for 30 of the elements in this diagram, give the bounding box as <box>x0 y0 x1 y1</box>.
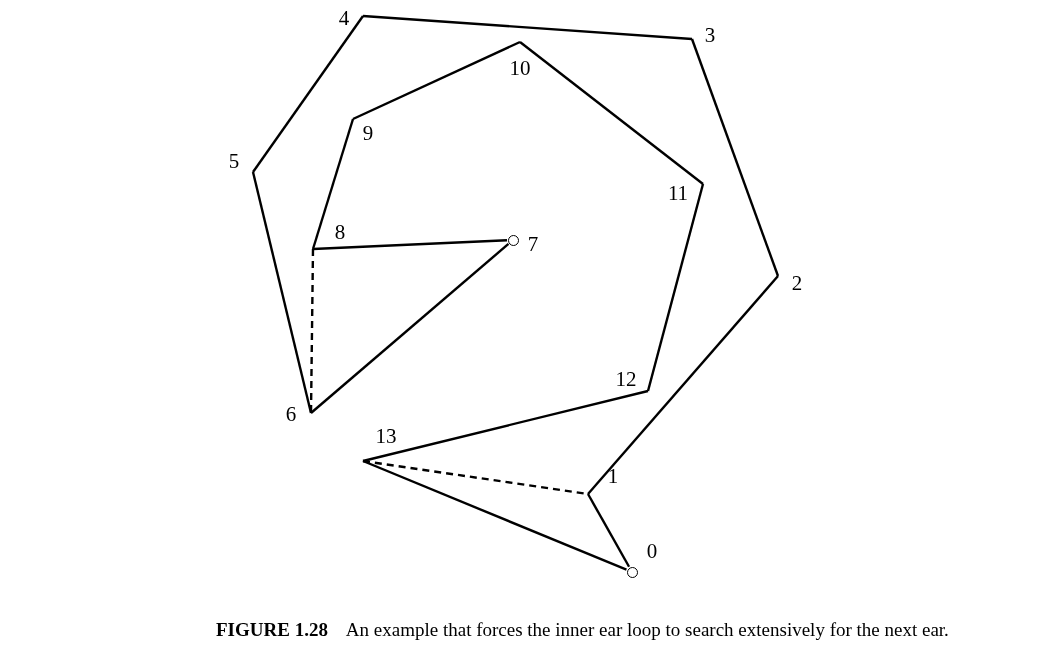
dashed-line <box>309 249 315 413</box>
vertex-label: 7 <box>527 233 539 255</box>
polygon-edge <box>312 239 508 251</box>
polygon-edge <box>251 171 313 414</box>
vertex-label: 2 <box>791 272 803 294</box>
vertex-label: 0 <box>646 540 658 562</box>
polygon-edge <box>362 459 627 571</box>
vertex-label: 10 <box>509 57 531 79</box>
polygon-edge <box>646 183 705 392</box>
polygon-edge <box>586 493 631 568</box>
polygon-edge <box>519 41 704 185</box>
polygon-edge <box>311 118 355 250</box>
vertex-label: 5 <box>228 150 240 172</box>
figure-caption: FIGURE 1.28 An example that forces the inner ear loop to search extensively for the next ear. <box>216 618 949 642</box>
vertex-label: 9 <box>362 122 374 144</box>
polygon-edge <box>362 14 693 41</box>
vertex-label: 11 <box>667 182 689 204</box>
vertex-label: 13 <box>375 425 397 447</box>
polygon-edge <box>352 40 521 121</box>
polygon-edge <box>587 275 779 495</box>
vertex-label: 4 <box>338 7 350 29</box>
polygon-edge <box>310 243 510 414</box>
polygon-edge <box>690 38 780 277</box>
vertex-label: 6 <box>285 403 297 425</box>
vertex-label: 12 <box>615 368 637 390</box>
vertex-label: 1 <box>607 465 619 487</box>
vertex-label: 3 <box>704 24 716 46</box>
polygon-edge <box>362 389 649 463</box>
polygon-edge <box>252 15 364 173</box>
vertex-label: 8 <box>334 221 346 243</box>
